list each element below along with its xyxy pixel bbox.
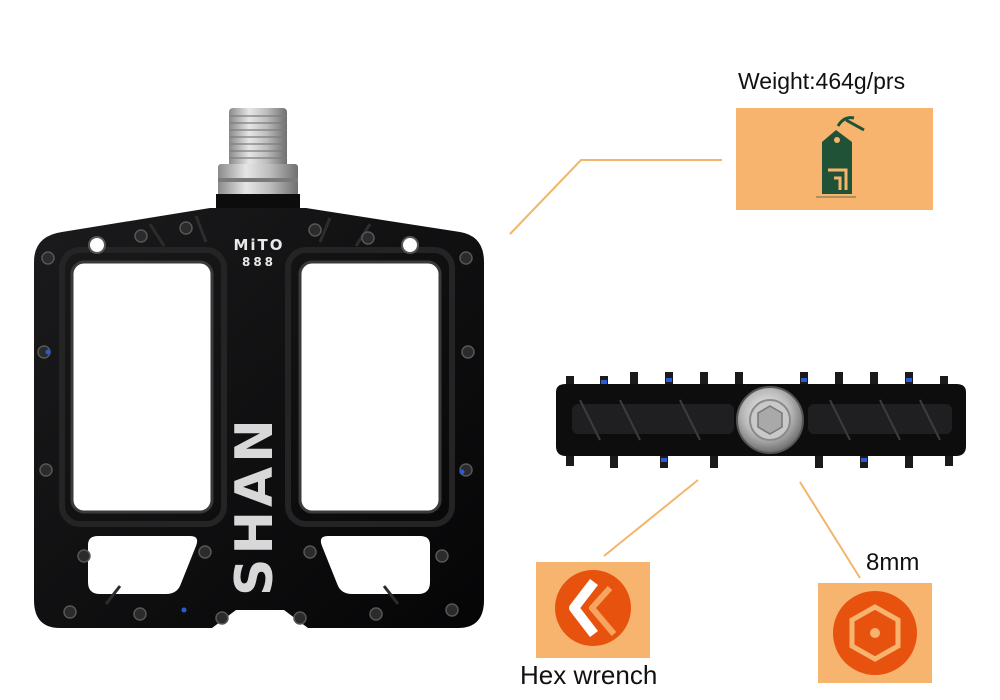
weight-tile (736, 108, 933, 210)
hex-bolt-tile (818, 583, 932, 683)
pedal-model-text: 888 (242, 255, 276, 269)
pedal-spindle (216, 108, 300, 214)
hex-bolt-8mm-icon (833, 591, 917, 675)
hex-wrench-label: Hex wrench (520, 660, 658, 690)
hex-wrench-tile (536, 562, 650, 658)
pedal-side-lettering: SHAN (225, 415, 285, 596)
pedal-side-view (556, 372, 966, 468)
hex-size-label: 8mm (866, 549, 920, 576)
hex-wrench-icon (555, 570, 631, 646)
pedal-front-view: MiTO 888 SHAN (34, 108, 484, 628)
pedal-pins (37, 221, 475, 625)
pedal-brand-text: MiTO (233, 236, 284, 254)
callout-leader-lines (509, 159, 861, 579)
weight-label: Weight:464g/prs (738, 68, 906, 94)
weight-tag-icon (816, 116, 865, 198)
